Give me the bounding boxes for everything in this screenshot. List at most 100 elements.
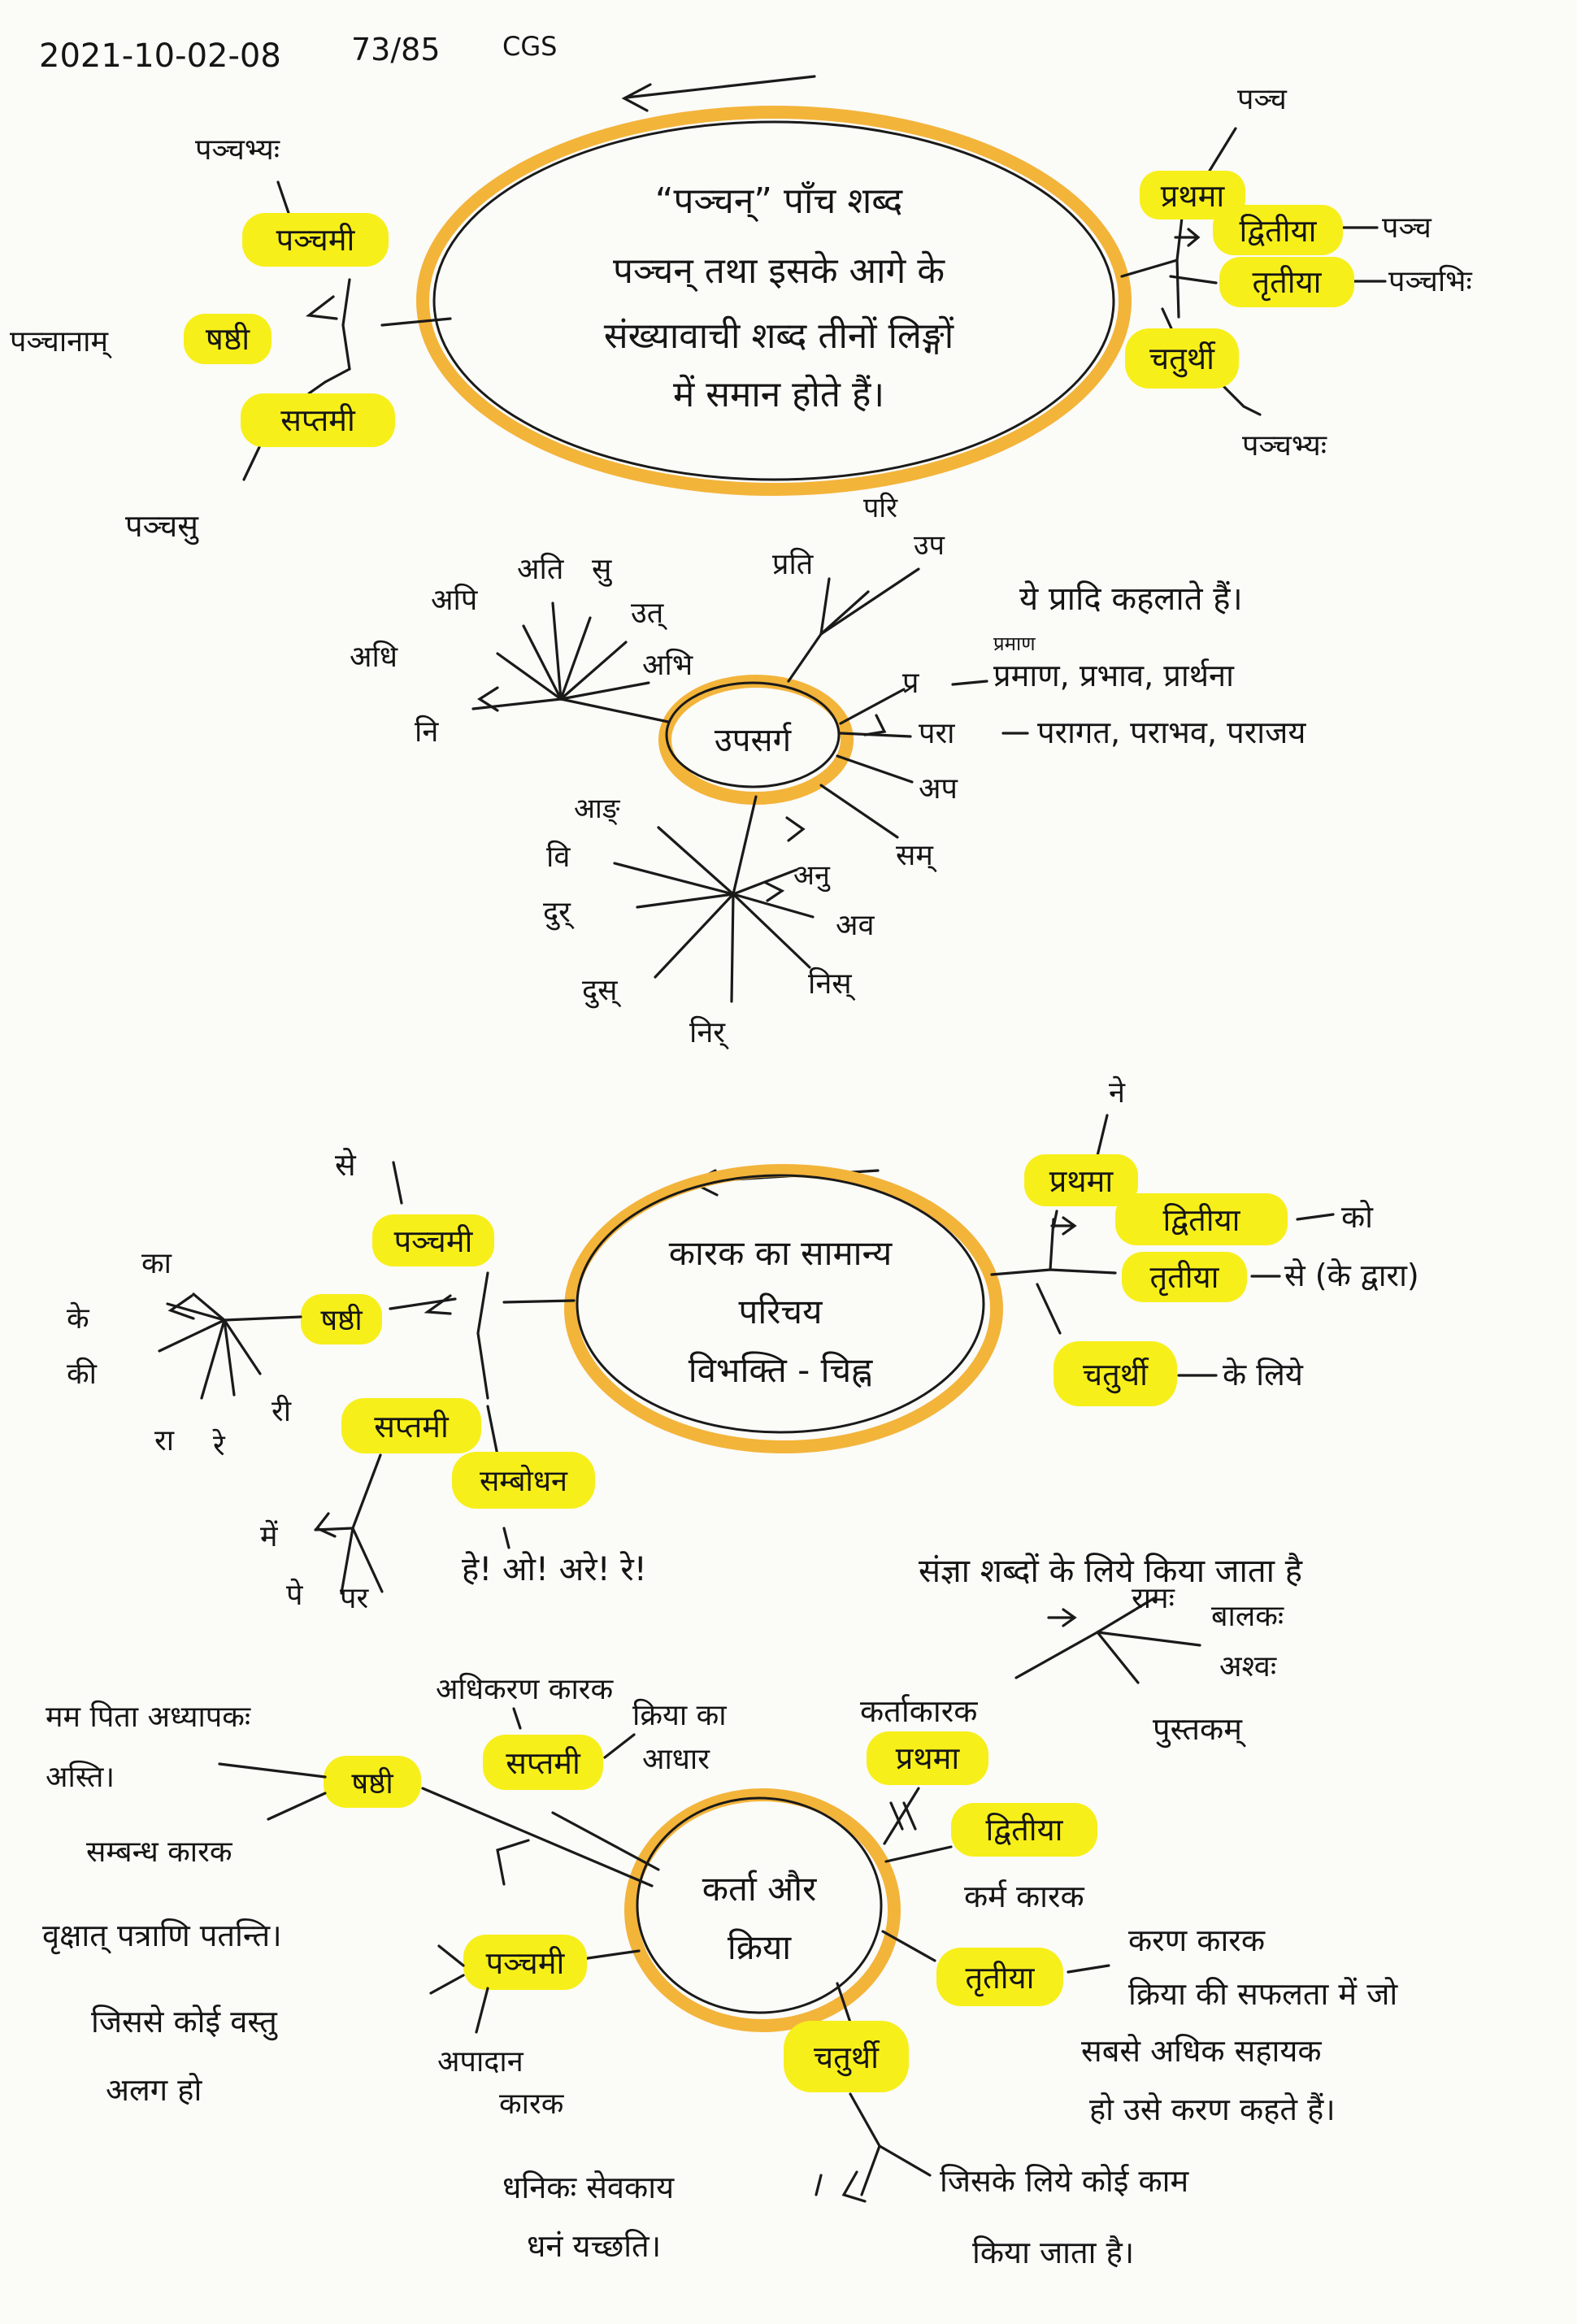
prefix-abhi: अभि xyxy=(642,648,693,682)
header-initials: CGS xyxy=(502,31,557,62)
spoke-dus xyxy=(654,893,735,979)
chaturthi-ex-2: धनं यच्छति। xyxy=(527,2228,661,2264)
spoke-ang xyxy=(657,826,735,896)
spoke-ki xyxy=(158,1318,226,1353)
right-arrow xyxy=(1174,228,1201,247)
k-chaturthi-desc-line xyxy=(878,2144,932,2177)
right-dvitiya: द्वितीया xyxy=(1239,213,1317,249)
hl-intro-sambodhan xyxy=(452,1452,595,1509)
intro-sambodhan: सम्बोधन xyxy=(480,1464,568,1498)
spoke-api xyxy=(522,624,563,701)
spoke-adhi xyxy=(496,652,563,701)
hl-k-panchami xyxy=(463,1935,587,1990)
hl-intro-chaturthi xyxy=(1054,1341,1177,1406)
prefix-anu: अनु xyxy=(793,859,831,893)
karta-ring-inner xyxy=(636,1796,883,2014)
intro-line-3: विभक्ति - चिह्न xyxy=(689,1350,873,1390)
left-saptami: सप्तमी xyxy=(280,402,356,438)
arrow-head xyxy=(621,83,652,112)
left-shashthi-form: पञ्चानाम् xyxy=(10,325,112,359)
chaturthi-ex-1: धनिकः सेवकाय xyxy=(502,2170,675,2205)
spoke-prati xyxy=(787,577,831,683)
k-chaturthi-arrow xyxy=(841,2170,867,2203)
spoke-sam xyxy=(819,784,899,839)
spoke-ati xyxy=(551,602,563,701)
line-intro-se xyxy=(392,1161,403,1205)
prefix-vi: वि xyxy=(546,840,571,874)
page-header: 2021-10-02-08 73/85 CGS xyxy=(39,31,816,112)
line-kriya-ka xyxy=(603,1733,636,1759)
hl-shashthi xyxy=(184,314,272,364)
panchami-desc-2: अलग हो xyxy=(106,2072,202,2108)
line-shashthi-ex xyxy=(218,1762,327,1779)
left-shashthi: षष्ठी xyxy=(206,321,250,357)
spoke-ka xyxy=(192,1292,226,1322)
right-chaturthi-form: पञ्चभ्यः xyxy=(1242,429,1327,463)
center-line-2: पञ्चन् तथा इसके आगे के xyxy=(613,250,945,293)
line-sambodhan xyxy=(486,1405,499,1457)
saptami-stem xyxy=(351,1453,382,1530)
spoke-para xyxy=(839,732,912,738)
intro-line-2: परिचय xyxy=(739,1292,823,1331)
spoke-re xyxy=(223,1318,236,1397)
spoke-su xyxy=(559,616,592,701)
prefix-para: परा xyxy=(919,717,955,750)
center-line-4: में समान होते हैं। xyxy=(673,374,884,415)
prefix-prati: प्रति xyxy=(772,547,815,581)
shashthi-ex-2: अस्ति। xyxy=(46,1760,115,1794)
hl-chaturthi xyxy=(1125,328,1239,389)
line-sambodhan-marks xyxy=(502,1527,510,1549)
apadan-1: अपादान xyxy=(437,2045,524,2079)
right-tritiya-form: पञ्चभिः xyxy=(1388,264,1472,298)
line-panchami-ex xyxy=(437,1944,465,1967)
spoke-ul-arrow xyxy=(477,686,499,712)
intro-saptami: सप्तमी xyxy=(374,1409,450,1444)
spoke-pe xyxy=(340,1527,354,1595)
intro-panchami-mark: से xyxy=(335,1147,357,1183)
prefix-av: अव xyxy=(836,909,875,942)
adhikaran-karak: अधिकरण कारक xyxy=(436,1672,615,1706)
intro-line-1: कारक का सामान्य xyxy=(669,1233,893,1273)
hl-intro-panchami xyxy=(372,1214,494,1266)
center-line-3: संख्यावाची शब्द तीनों लिङ्गों xyxy=(604,315,955,357)
spoke-pra xyxy=(839,688,906,725)
karta-karak: कर्ताकारक xyxy=(860,1693,978,1729)
branch-left-lower xyxy=(307,367,351,395)
branch-left-spine xyxy=(341,278,351,371)
intro-dvitiya-mark: को xyxy=(1341,1199,1374,1235)
prefix-api: अपि xyxy=(431,583,478,617)
right-chaturthi: चतुर्थी xyxy=(1149,341,1216,378)
prefix-ni: नि xyxy=(415,715,439,749)
line-saptami-form xyxy=(242,444,262,481)
right-tritiya: तृतीया xyxy=(1252,264,1322,302)
example-pustakam: पुस्तकम् xyxy=(1153,1711,1247,1748)
chaturthi-desc-2: किया जाता है। xyxy=(972,2235,1134,2270)
spoke-ni xyxy=(471,697,563,710)
left-saptami-form: पञ्चसु xyxy=(125,508,199,545)
intro-tritiya: तृतीया xyxy=(1149,1259,1219,1297)
intro-panchami: पञ्चमी xyxy=(394,1223,474,1259)
hl-saptami xyxy=(241,393,395,447)
karan-line-2: क्रिया की सफलता में जो xyxy=(1128,1976,1398,2012)
example-line-3 xyxy=(1096,1631,1201,1647)
apadan-2: कारक xyxy=(499,2087,565,2121)
section-karak-intro: कारक का सामान्य परिचय विभक्ति - चिह्न प्… xyxy=(67,1075,1419,1615)
example-line-2 xyxy=(1096,1596,1156,1634)
karta-line-1: कर्ता और xyxy=(702,1869,817,1909)
branch-left-arrow xyxy=(305,295,338,320)
center-line-1: “पञ्चन्” पाँच शब्द xyxy=(655,180,903,223)
intro-chaturthi-mark: के लिये xyxy=(1223,1357,1304,1392)
hl-panchami xyxy=(242,213,389,267)
example-line-4 xyxy=(1096,1631,1140,1684)
panchami-desc-1: जिससे कोई वस्तु xyxy=(91,2004,278,2041)
line-panchami-form xyxy=(276,180,290,215)
aadhar: आधार xyxy=(642,1743,710,1776)
spoke-vi xyxy=(613,862,735,896)
k-shashthi: षष्ठी xyxy=(351,1766,393,1801)
karta-ring xyxy=(624,1788,901,2032)
spoke-b-arrow2 xyxy=(764,881,785,902)
prefix-note: ये प्रादि कहलाते हैं। xyxy=(1019,580,1243,618)
line-prathama-form xyxy=(1208,127,1237,172)
spoke-dur xyxy=(636,893,735,909)
hl-k-dvitiya xyxy=(951,1803,1097,1857)
